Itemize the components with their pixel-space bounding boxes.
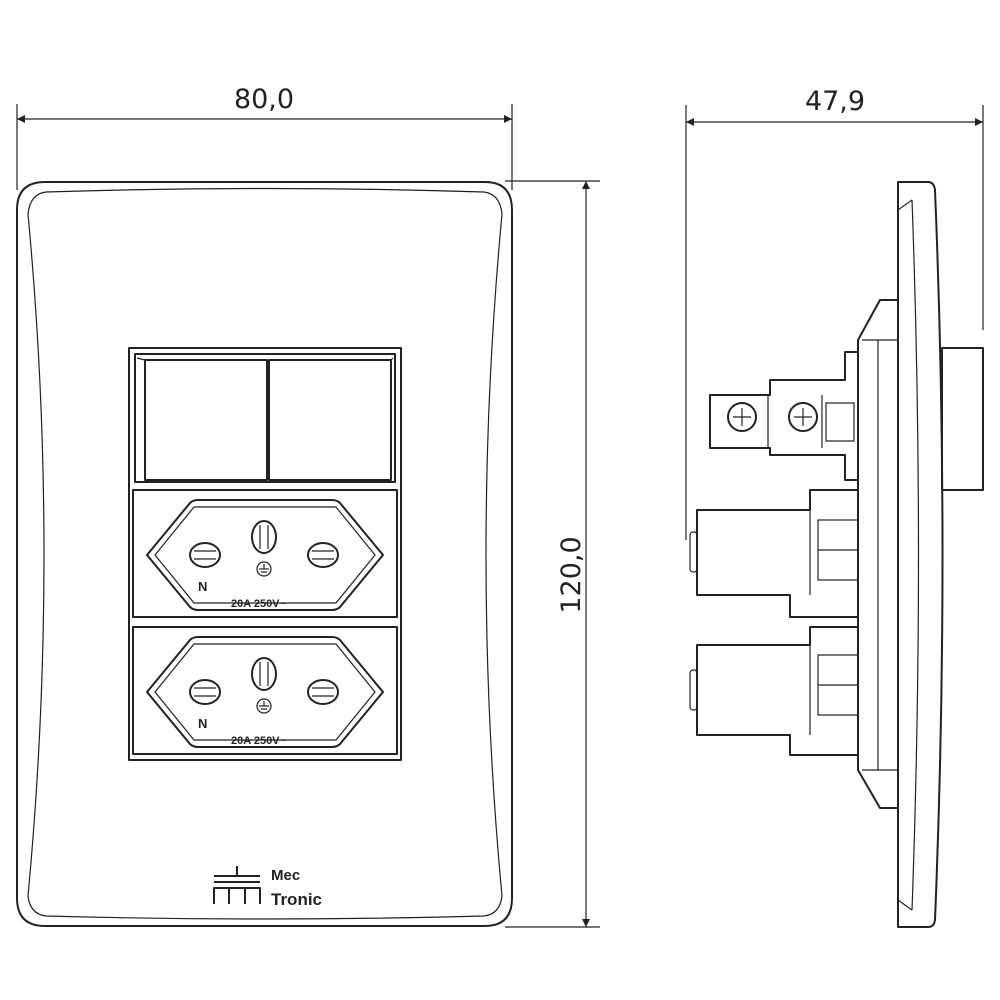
brand-logo: Mec Tronic — [213, 866, 322, 909]
width-dimension: 80,0 — [16, 84, 513, 190]
brand-name-line1: Mec — [271, 867, 300, 884]
ground-icon — [256, 698, 272, 714]
front-view: 80,0 120,0 — [16, 84, 600, 928]
side-view: 47,9 — [685, 86, 984, 928]
switch-terminal-block — [709, 351, 858, 481]
blank-module-right — [268, 359, 392, 481]
mectronic-logo-icon — [213, 866, 261, 904]
support-frame-profile — [857, 299, 898, 809]
cover-plate — [16, 181, 513, 927]
phillips-screw-icon — [788, 402, 818, 432]
socket-body-profile-1 — [689, 489, 859, 618]
phillips-screw-icon — [727, 402, 757, 432]
neutral-label: N — [198, 579, 207, 594]
blank-module-left — [144, 359, 268, 481]
neutral-label: N — [198, 716, 207, 731]
socket-module-2: N 20A 250V~ — [132, 626, 398, 755]
height-dimension: 120,0 — [505, 180, 600, 928]
rating-label: 20A 250V~ — [231, 598, 287, 610]
blank-module-frame — [134, 353, 396, 483]
ground-icon — [256, 561, 272, 577]
cover-plate-profile — [897, 181, 984, 928]
socket-icon — [146, 499, 384, 611]
rating-label: 20A 250V~ — [231, 735, 287, 747]
depth-dimension-label: 47,9 — [805, 86, 865, 117]
module-frame — [128, 347, 402, 761]
blank-modules — [134, 353, 396, 483]
depth-dimension: 47,9 — [685, 86, 984, 540]
socket-body-profile-2 — [689, 626, 859, 756]
socket-module-1: N 20A 250V~ — [132, 489, 398, 618]
socket-icon — [146, 636, 384, 748]
plate-clip — [941, 347, 984, 491]
height-dimension-label: 120,0 — [556, 536, 587, 613]
brand-name-line2: Tronic — [271, 890, 322, 909]
width-dimension-label: 80,0 — [234, 84, 294, 115]
